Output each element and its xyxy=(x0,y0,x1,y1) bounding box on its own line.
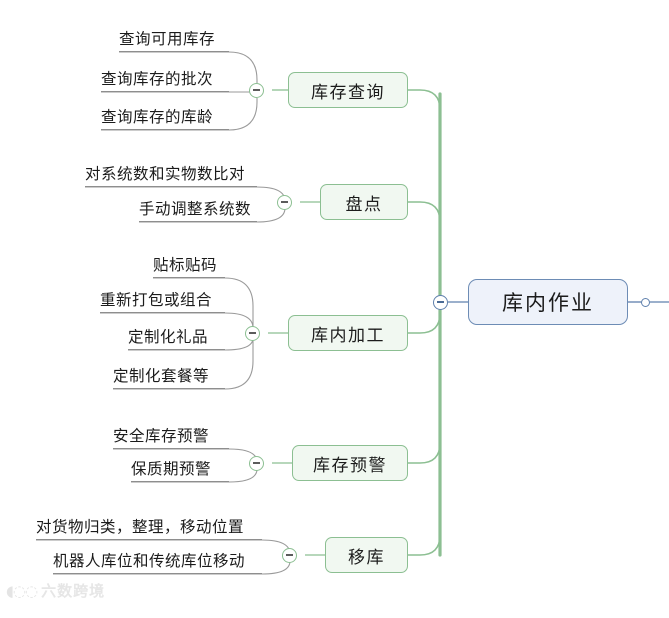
leaf-node[interactable]: 安全库存预警 xyxy=(113,425,229,449)
watermark-logo-icon: ◖◌◌ xyxy=(6,581,38,600)
watermark-text: 六数跨境 xyxy=(41,583,106,600)
leaf-label: 机器人库位和传统库位移动 xyxy=(53,553,246,570)
minus-icon xyxy=(253,89,260,91)
branch-node-label: 库内加工 xyxy=(311,325,385,345)
branch-node-label: 移库 xyxy=(348,547,385,567)
leaf-node[interactable]: 机器人库位和传统库位移动 xyxy=(53,550,262,574)
minus-icon xyxy=(286,554,293,556)
leaf-node[interactable]: 对系统数和实物数比对 xyxy=(85,163,257,187)
leaf-label: 安全库存预警 xyxy=(113,428,210,445)
minus-icon xyxy=(437,301,444,303)
branch-node-stocktaking[interactable]: 盘点 xyxy=(320,184,408,220)
leaf-label: 查询库存的库龄 xyxy=(101,109,214,126)
leaf-label: 手动调整系统数 xyxy=(139,201,252,218)
minus-icon xyxy=(281,201,288,203)
branch-node-inventory-query[interactable]: 库存查询 xyxy=(288,72,408,108)
right-expand-handle[interactable] xyxy=(641,297,650,307)
leaf-node[interactable]: 保质期预警 xyxy=(131,458,229,482)
leaf-label: 保质期预警 xyxy=(131,461,212,478)
branch-node-label: 库存查询 xyxy=(311,82,385,102)
branch-collapse-toggle-stocktaking[interactable] xyxy=(277,194,292,210)
leaf-label: 对系统数和实物数比对 xyxy=(85,166,246,183)
branch-collapse-toggle-inventory-query[interactable] xyxy=(249,82,264,98)
minus-icon xyxy=(253,462,260,464)
leaf-node[interactable]: 重新打包或组合 xyxy=(100,289,225,313)
leaf-label: 对货物归类，整理，移动位置 xyxy=(36,519,245,536)
branch-collapse-toggle-warehouse-transfer[interactable] xyxy=(282,547,297,563)
leaf-node[interactable]: 贴标贴码 xyxy=(153,254,225,278)
leaf-label: 定制化套餐等 xyxy=(113,368,210,385)
leaf-node[interactable]: 定制化礼品 xyxy=(128,326,225,350)
minus-icon xyxy=(249,332,256,334)
root-collapse-toggle[interactable] xyxy=(433,294,448,310)
leaf-label: 定制化礼品 xyxy=(128,329,209,346)
root-node-label: 库内作业 xyxy=(502,292,594,315)
leaf-node[interactable]: 定制化套餐等 xyxy=(113,365,225,389)
branch-node-label: 库存预警 xyxy=(313,455,387,475)
leaf-node[interactable]: 手动调整系统数 xyxy=(139,198,257,222)
branch-node-label: 盘点 xyxy=(345,194,383,214)
root-node[interactable]: 库内作业 xyxy=(468,279,628,325)
branch-collapse-toggle-in-warehouse-processing[interactable] xyxy=(245,325,260,341)
branch-node-inventory-alert[interactable]: 库存预警 xyxy=(292,445,408,481)
watermark: ◖◌◌ 六数跨境 xyxy=(6,580,105,601)
leaf-node[interactable]: 查询可用库存 xyxy=(119,28,229,52)
leaf-label: 查询库存的批次 xyxy=(101,71,214,88)
leaf-label: 重新打包或组合 xyxy=(100,292,213,309)
leaf-label: 查询可用库存 xyxy=(119,31,216,48)
leaf-node[interactable]: 查询库存的批次 xyxy=(101,68,229,92)
branch-collapse-toggle-inventory-alert[interactable] xyxy=(249,455,264,471)
branch-node-in-warehouse-processing[interactable]: 库内加工 xyxy=(288,315,408,351)
leaf-label: 贴标贴码 xyxy=(153,257,218,274)
leaf-node[interactable]: 对货物归类，整理，移动位置 xyxy=(36,516,262,540)
leaf-node[interactable]: 查询库存的库龄 xyxy=(101,106,229,130)
branch-node-warehouse-transfer[interactable]: 移库 xyxy=(325,537,408,573)
